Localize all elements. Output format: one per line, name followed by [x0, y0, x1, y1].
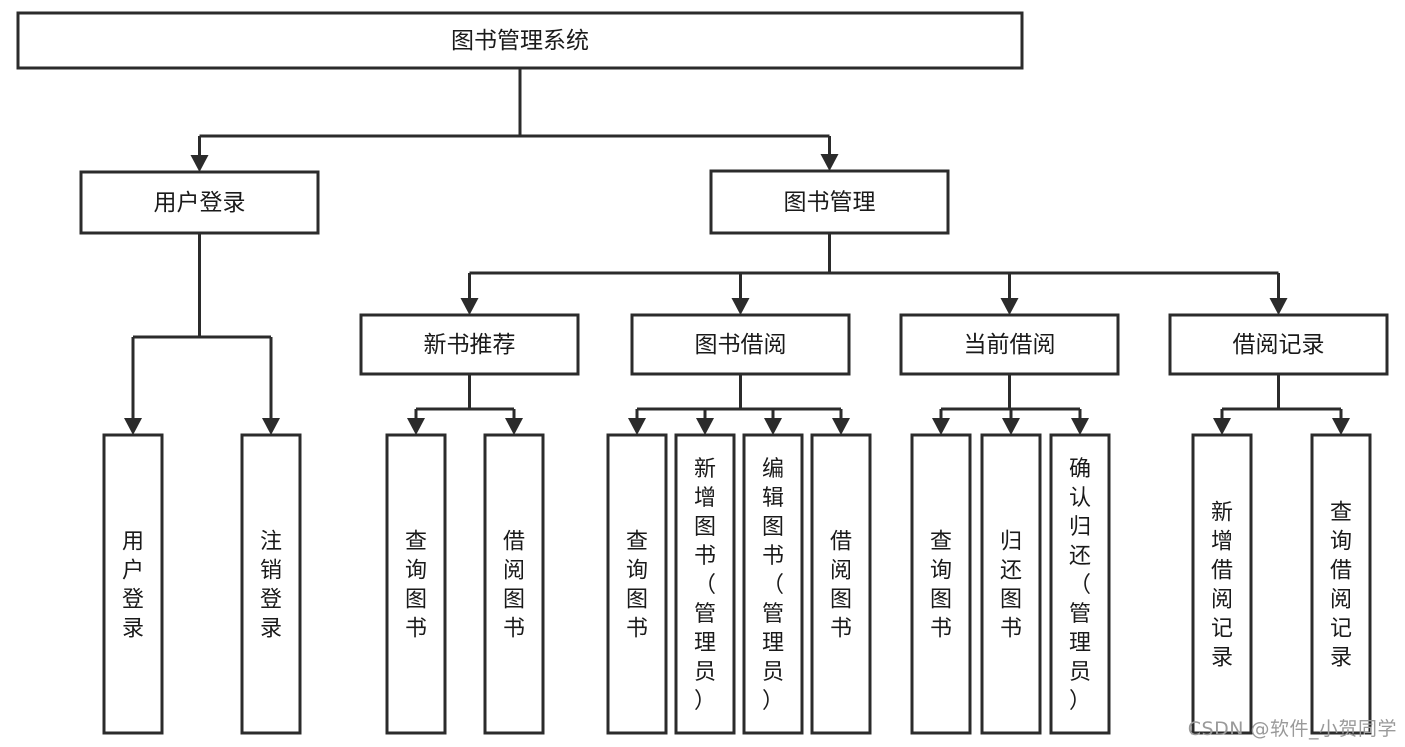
node-leaf-edit-book[interactable]: 编辑图书（管理员）: [742, 433, 804, 735]
node-leaf-query-book-2-rect[interactable]: [606, 433, 668, 735]
node-leaf-query-record[interactable]: 查询借阅记录: [1310, 433, 1372, 735]
connector-user-login-leaf-1-arrowhead: [262, 418, 280, 435]
node-borrow-record-rect[interactable]: [1168, 313, 1389, 376]
node-leaf-query-book-1-rect[interactable]: [385, 433, 447, 735]
node-user-login[interactable]: 用户登录: [79, 170, 320, 235]
node-leaf-user-login-rect[interactable]: [102, 433, 164, 735]
connector-user-login-leaf-0-arrowhead: [124, 418, 142, 435]
connector-book-manage-to-current-borrow-arrowhead: [1000, 298, 1019, 315]
node-leaf-user-logout[interactable]: 注销登录: [240, 433, 302, 735]
node-root-rect[interactable]: [16, 11, 1024, 70]
connector-book-borrow-leaf-3-arrowhead: [832, 418, 850, 435]
node-leaf-confirm-return-label: 确认归还（管理员）: [1069, 457, 1091, 714]
node-borrow-record[interactable]: 借阅记录: [1168, 313, 1389, 376]
node-borrow-record-label: 借阅记录: [1233, 332, 1325, 358]
node-leaf-return-book[interactable]: 归还图书: [980, 433, 1042, 735]
connector-layer: [124, 68, 1350, 435]
node-leaf-user-logout-label: 注销登录: [260, 530, 282, 642]
node-leaf-add-book-label: 新增图书（管理员）: [694, 457, 716, 714]
connector-root-to-user-login-arrowhead: [190, 155, 209, 172]
node-book-manage-label: 图书管理: [784, 190, 876, 216]
connector-borrow-record-leaf-1-arrowhead: [1332, 418, 1350, 435]
node-leaf-borrow-book-2[interactable]: 借阅图书: [810, 433, 872, 735]
node-leaf-confirm-return[interactable]: 确认归还（管理员）: [1049, 433, 1111, 735]
node-leaf-user-logout-rect[interactable]: [240, 433, 302, 735]
node-book-borrow-rect[interactable]: [630, 313, 851, 376]
node-leaf-return-book-rect[interactable]: [980, 433, 1042, 735]
node-leaf-confirm-return-rect[interactable]: [1049, 433, 1111, 735]
connector-current-borrow-leaf-2-arrowhead: [1071, 418, 1089, 435]
connector-book-borrow-leaf-2-arrowhead: [764, 418, 782, 435]
node-leaf-edit-book-label: 编辑图书（管理员）: [762, 457, 784, 714]
connector-book-manage-to-borrow-record-arrowhead: [1269, 298, 1288, 315]
node-user-login-label: 用户登录: [154, 190, 246, 216]
node-leaf-query-book-2[interactable]: 查询图书: [606, 433, 668, 735]
connector-borrow-record-leaf-0-arrowhead: [1213, 418, 1231, 435]
node-new-book-recommend-rect[interactable]: [359, 313, 580, 376]
node-book-manage[interactable]: 图书管理: [709, 169, 950, 235]
node-user-login-rect[interactable]: [79, 170, 320, 235]
node-leaf-query-book-1[interactable]: 查询图书: [385, 433, 447, 735]
node-leaf-add-book[interactable]: 新增图书（管理员）: [674, 433, 736, 735]
connector-book-manage-to-book-borrow-arrowhead: [731, 298, 750, 315]
node-leaf-add-record[interactable]: 新增借阅记录: [1191, 433, 1253, 735]
node-book-manage-rect[interactable]: [709, 169, 950, 235]
node-current-borrow-label: 当前借阅: [964, 332, 1056, 358]
node-leaf-add-book-rect[interactable]: [674, 433, 736, 735]
node-leaf-query-record-rect[interactable]: [1310, 433, 1372, 735]
connector-book-borrow-leaf-1-arrowhead: [696, 418, 714, 435]
node-leaf-add-record-rect[interactable]: [1191, 433, 1253, 735]
node-leaf-query-book-3-label: 查询图书: [930, 530, 952, 642]
node-leaf-query-book-2-label: 查询图书: [626, 530, 648, 642]
node-root-label: 图书管理系统: [451, 28, 589, 54]
connector-root-to-book-manage-arrowhead: [820, 154, 839, 171]
node-leaf-user-login-label: 用户登录: [122, 530, 144, 642]
connector-new-book-recommend-leaf-1-arrowhead: [505, 418, 523, 435]
node-leaf-return-book-label: 归还图书: [1000, 530, 1022, 642]
node-leaf-borrow-book-2-rect[interactable]: [810, 433, 872, 735]
node-leaf-query-record-label: 查询借阅记录: [1330, 501, 1352, 671]
node-leaf-borrow-book-1[interactable]: 借阅图书: [483, 433, 545, 735]
connector-current-borrow-leaf-0-arrowhead: [932, 418, 950, 435]
connector-new-book-recommend-leaf-0-arrowhead: [407, 418, 425, 435]
node-current-borrow-rect[interactable]: [899, 313, 1120, 376]
node-current-borrow[interactable]: 当前借阅: [899, 313, 1120, 376]
node-new-book-recommend-label: 新书推荐: [424, 332, 516, 358]
node-leaf-query-book-1-label: 查询图书: [405, 530, 427, 642]
node-leaf-borrow-book-1-rect[interactable]: [483, 433, 545, 735]
connector-current-borrow-leaf-1-arrowhead: [1002, 418, 1020, 435]
node-layer: 图书管理系统用户登录图书管理新书推荐图书借阅当前借阅借阅记录用户登录注销登录查询…: [16, 11, 1389, 735]
node-leaf-borrow-book-1-label: 借阅图书: [503, 530, 525, 642]
connector-book-borrow-leaf-0-arrowhead: [628, 418, 646, 435]
node-leaf-user-login[interactable]: 用户登录: [102, 433, 164, 735]
node-leaf-query-book-3-rect[interactable]: [910, 433, 972, 735]
connector-book-manage-to-new-book-recommend-arrowhead: [460, 298, 479, 315]
node-new-book-recommend[interactable]: 新书推荐: [359, 313, 580, 376]
node-book-borrow-label: 图书借阅: [695, 332, 787, 358]
node-leaf-add-record-label: 新增借阅记录: [1211, 501, 1233, 671]
node-book-borrow[interactable]: 图书借阅: [630, 313, 851, 376]
node-leaf-query-book-3[interactable]: 查询图书: [910, 433, 972, 735]
node-leaf-edit-book-rect[interactable]: [742, 433, 804, 735]
node-root[interactable]: 图书管理系统: [16, 11, 1024, 70]
node-leaf-borrow-book-2-label: 借阅图书: [830, 530, 852, 642]
